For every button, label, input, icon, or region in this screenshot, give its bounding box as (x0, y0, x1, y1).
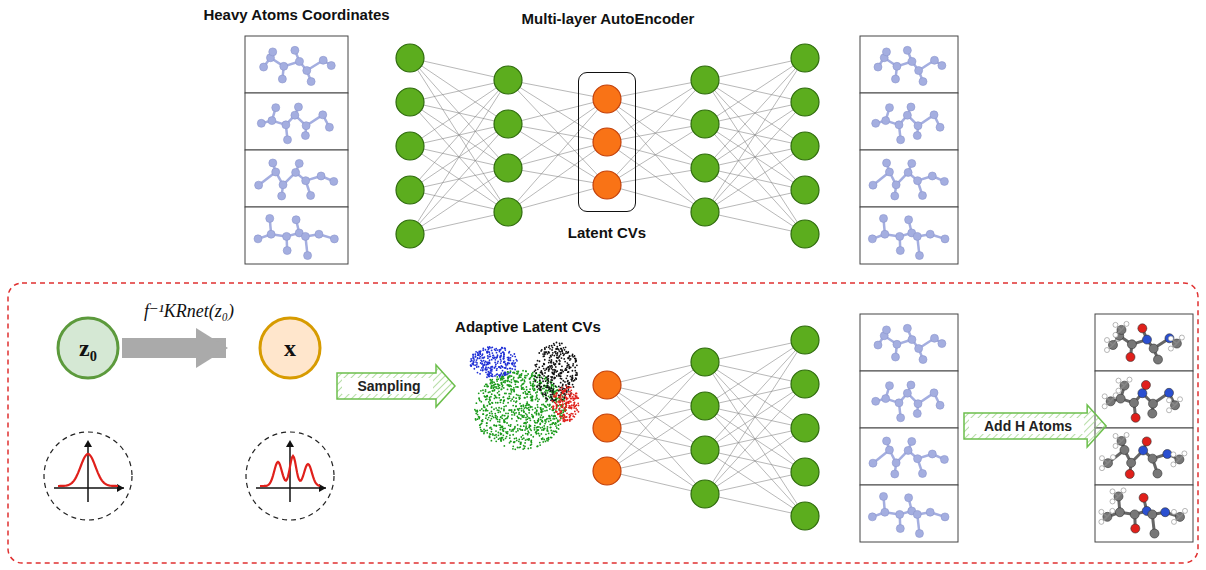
node-text: Add H Atoms (984, 418, 1086, 434)
section-heading: Multi-layer AutoEncoder (522, 10, 695, 27)
node-text: Sampling (357, 378, 434, 394)
molecule-frames (245, 36, 1193, 542)
edge-label: f⁻¹KRnet(z₀) (144, 300, 234, 322)
latent-circle: z₀ (56, 316, 120, 380)
density-plots (44, 432, 334, 520)
node-text: Heavy Atoms Coordinates (203, 6, 389, 23)
flow-arrow (122, 338, 226, 358)
sampling-arrow: Sampling (336, 364, 456, 408)
data-circle: x (258, 316, 322, 380)
latent-box: Latent CVs (578, 72, 636, 212)
network-neurons (396, 44, 819, 530)
latent-scatter (470, 342, 580, 451)
network-weights (410, 58, 805, 516)
node-text: Latent CVs (568, 224, 646, 241)
molecule-stack: Heavy Atoms Coordinates (245, 36, 348, 264)
sampling-region (8, 283, 1198, 563)
section-heading: Adaptive Latent CVs (455, 318, 601, 335)
node-text: z₀ (79, 335, 97, 362)
node-text: x (284, 335, 296, 362)
hydrogen-arrow: Add H Atoms (963, 404, 1107, 448)
